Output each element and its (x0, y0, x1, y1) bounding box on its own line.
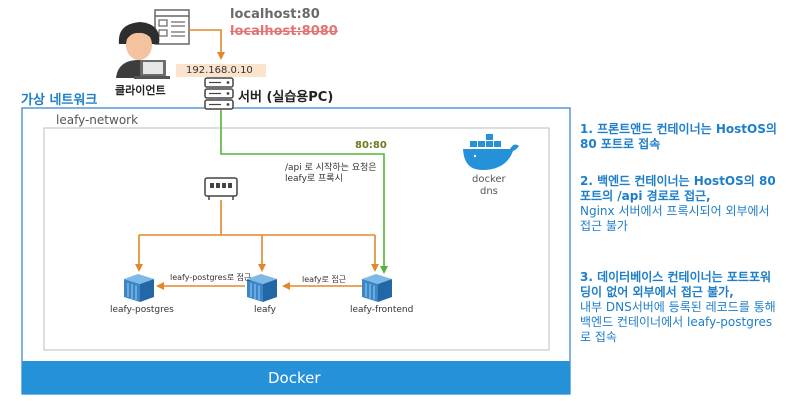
note-2: 2. 백엔드 컨테이너는 HostOS의 80포트의 /api 경로로 접근, … (580, 174, 780, 234)
server-ip: 192.168.0.10 (186, 65, 253, 76)
edge-label-leafy-to-postgres: leafy-postgres로 접근 (170, 273, 252, 282)
client-url-struck: localhost:8080 (230, 24, 338, 39)
port-mapping-label: 80:80 (355, 140, 387, 151)
server-to-frontend-link (220, 110, 388, 274)
note-1-heading: 1. 프론트앤드 컨테이너는 HostOS의 80 포트로 접속 (580, 122, 777, 151)
router-distribution (135, 200, 379, 272)
proxy-note-line1: /api 로 시작하는 요청은 (285, 163, 377, 173)
container-icon-postgres (124, 274, 154, 302)
container-label-frontend: leafy-frontend (350, 305, 414, 315)
note-3-heading: 3. 데이터베이스 컨테이너는 포트포워딩이 없어 외부에서 접근 불가, (580, 270, 772, 299)
network-switch-icon (204, 177, 238, 200)
proxy-note-line2: leafy로 프록시 (285, 174, 343, 184)
edge-label-frontend-to-leafy: leafy로 접근 (302, 275, 347, 284)
docker-dns-line2: dns (480, 186, 498, 197)
docker-bar-label: Docker (268, 369, 321, 387)
client-label: 클라이언트 (115, 84, 166, 97)
container-icon-leafy (247, 274, 277, 302)
docker-dns-line1: docker (472, 174, 506, 185)
note-2-body: Nginx 서버에서 프록시되어 외부에서 접근 불가 (580, 204, 770, 233)
server-label: 서버 (실습용PC) (238, 90, 334, 105)
note-2-heading: 2. 백엔드 컨테이너는 HostOS의 80포트의 /api 경로로 접근, (580, 174, 776, 203)
ip-band (176, 64, 266, 77)
server-rack-icon (204, 77, 234, 110)
container-icon-frontend (362, 274, 392, 302)
docker-whale-icon (463, 134, 519, 170)
note-1: 1. 프론트앤드 컨테이너는 HostOS의 80 포트로 접속 (580, 122, 780, 152)
note-3: 3. 데이터베이스 컨테이너는 포트포워딩이 없어 외부에서 접근 불가, 내부… (580, 270, 780, 345)
leafy-network-label: leafy-network (56, 113, 139, 127)
virtual-network-label: 가상 네트워크 (21, 93, 98, 108)
container-label-leafy: leafy (254, 305, 276, 315)
browser-window-icon (154, 9, 190, 45)
person-laptop-icon (116, 22, 170, 79)
docker-bar (22, 361, 570, 394)
note-3-body: 내부 DNS서버에 등록된 레코드를 통해 백엔드 컨테이너에서 leafy-p… (580, 300, 776, 344)
container-label-postgres: leafy-postgres (110, 305, 174, 315)
client-url-primary: localhost:80 (230, 7, 320, 22)
client-to-server-link (189, 29, 225, 60)
leafy-network-box (43, 127, 550, 351)
